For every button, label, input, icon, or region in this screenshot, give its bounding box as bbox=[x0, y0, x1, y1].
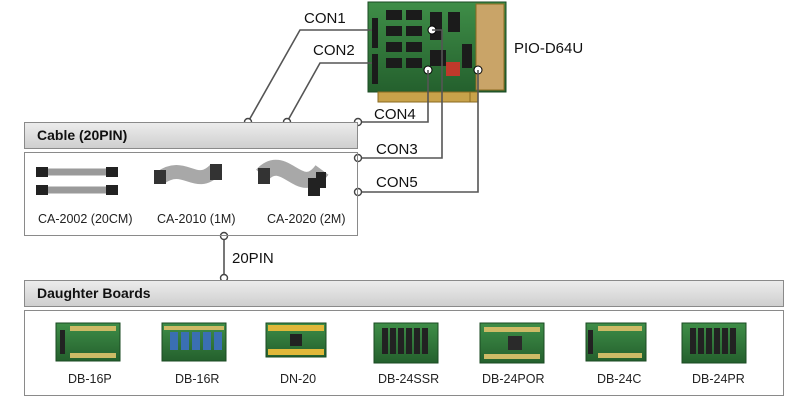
board-db-16r-image bbox=[161, 322, 227, 362]
board-label: DB-16R bbox=[175, 372, 220, 386]
daughter-section-header: Daughter Boards bbox=[24, 280, 784, 307]
board-db-24c-image bbox=[585, 322, 647, 362]
cable-section-header: Cable (20PIN) bbox=[24, 122, 358, 149]
product-name-label: PIO-D64U bbox=[514, 40, 584, 57]
con4-line bbox=[358, 70, 429, 123]
board-label: DB-24C bbox=[597, 372, 642, 386]
board-label: DB-24POR bbox=[482, 372, 545, 386]
connector-lines bbox=[223, 29, 479, 278]
con2-label: CON2 bbox=[313, 42, 355, 59]
board-label: DB-24SSR bbox=[378, 372, 440, 386]
junction-dot bbox=[353, 153, 363, 163]
con3-line bbox=[358, 29, 443, 159]
board-db-24pr-image bbox=[681, 322, 747, 364]
board-dn-20-image bbox=[265, 322, 327, 358]
board-db-24por-image bbox=[479, 322, 545, 364]
daughter-section-title: Daughter Boards bbox=[37, 285, 151, 301]
con5-line bbox=[358, 70, 479, 193]
cable-ca-2010-image bbox=[154, 164, 222, 185]
cable-section-box bbox=[24, 152, 358, 236]
board-label: DN-20 bbox=[280, 372, 317, 386]
cable-section-title: Cable (20PIN) bbox=[37, 127, 128, 143]
con1-label: CON1 bbox=[304, 10, 346, 27]
board-db-16p-image bbox=[55, 322, 121, 362]
junction-dot bbox=[353, 187, 363, 197]
cable-ca-2020-image bbox=[256, 159, 329, 196]
cable-label: CA-2010 (1M) bbox=[157, 212, 236, 226]
pio-d64u-card-image bbox=[367, 1, 507, 103]
con1-line bbox=[247, 29, 372, 123]
board-db-24ssr-image bbox=[373, 322, 439, 364]
link-20pin-label: 20PIN bbox=[232, 250, 274, 267]
con3-label: CON3 bbox=[376, 141, 418, 158]
con2-line bbox=[286, 62, 372, 123]
daughter-section-box bbox=[24, 310, 784, 396]
con4-label: CON4 bbox=[374, 106, 416, 123]
con5-label: CON5 bbox=[376, 174, 418, 191]
cable-label: CA-2002 (20CM) bbox=[38, 212, 133, 226]
cable-ca-2002-image bbox=[36, 167, 118, 195]
cable-label: CA-2020 (2M) bbox=[267, 212, 346, 226]
board-label: DB-24PR bbox=[692, 372, 745, 386]
junction-dot bbox=[219, 231, 229, 241]
board-label: DB-16P bbox=[68, 372, 112, 386]
